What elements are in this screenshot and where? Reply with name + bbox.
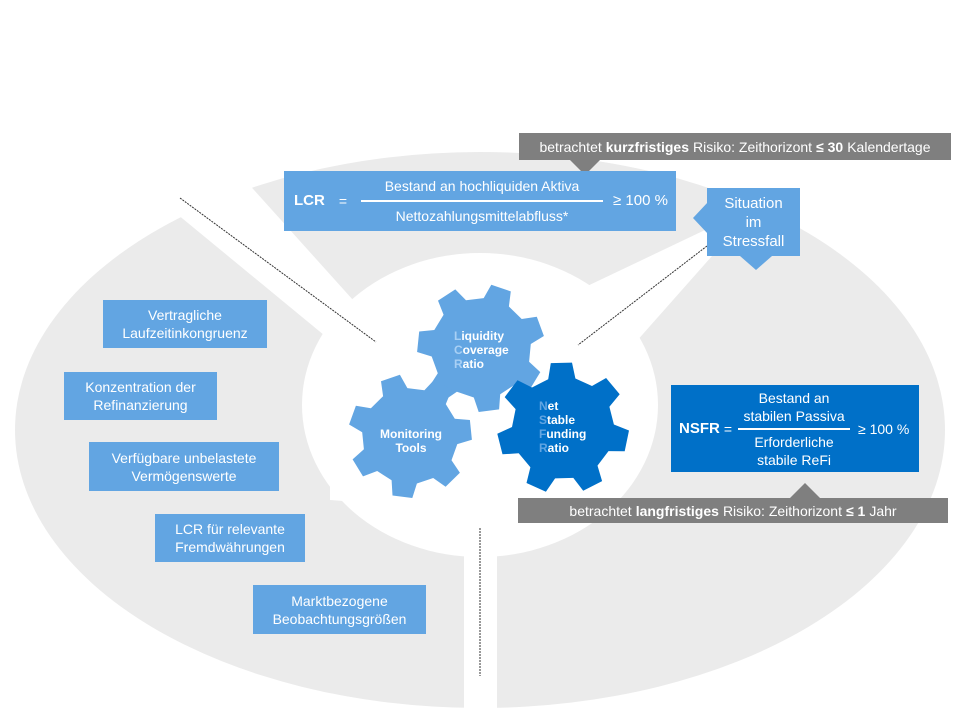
nsfr-numerator-1: Bestand an	[758, 389, 830, 406]
nsfr-word-net: et	[547, 399, 559, 413]
nsfr-word-stable: table	[547, 413, 576, 427]
lcr-numerator: Bestand an hochliquiden Aktiva	[384, 178, 580, 194]
monitoring-item-line-2: Beobachtungsgrößen	[272, 610, 407, 627]
nsfr-word-ratio: atio	[547, 441, 570, 455]
stress-line-2: im	[745, 213, 762, 231]
long-term-risk-bar: betrachtet langfristiges Risiko: Zeithor…	[518, 498, 948, 523]
stress-line-3: Stressfall	[722, 232, 785, 250]
short-term-emphasis: kurzfristiges	[605, 138, 689, 155]
connector-line-right	[577, 245, 708, 346]
stress-pointer-bottom	[740, 256, 772, 270]
gear-nsfr-shape	[497, 362, 629, 492]
top-bar-pointer	[570, 160, 600, 175]
short-term-prefix: betrachtet	[539, 138, 602, 155]
lcr-word-liquidity: iquidity	[461, 329, 505, 343]
gear-monitoring	[349, 374, 472, 498]
lcr-denominator: Nettozahlungsmittelabfluss*	[395, 208, 569, 224]
long-term-emphasis: langfristiges	[635, 502, 719, 519]
long-term-suffix: Jahr	[869, 502, 897, 519]
monitoring-item-line-1: Vertragliche	[148, 307, 222, 323]
lcr-word-coverage: overage	[462, 343, 509, 357]
short-term-middle: Risiko: Zeithorizont	[693, 138, 813, 155]
nsfr-word-funding: unding	[546, 427, 587, 441]
bottom-bar-pointer	[790, 483, 820, 498]
gear-nsfr-label: Net Stable Funding Ratio	[539, 399, 586, 455]
lcr-fraction-line	[361, 200, 604, 202]
monitoring-item-line-2: Refinanzierung	[93, 397, 188, 413]
nsfr-initial-r: R	[539, 441, 548, 455]
gear-nsfr	[497, 362, 629, 492]
short-term-suffix: Kalendertage	[847, 138, 931, 155]
nsfr-denominator-2: stabile ReFi	[757, 451, 831, 468]
nsfr-fraction: Bestand an stabilen Passiva Erforderlich…	[738, 389, 851, 469]
lcr-initial-l: L	[454, 329, 462, 343]
monitoring-word: Monitoring	[380, 427, 442, 441]
lcr-label: LCR	[294, 192, 325, 209]
monitoring-item-line-1: LCR für relevante	[175, 521, 285, 537]
lcr-initial-r: R	[454, 357, 463, 371]
short-term-horizon: ≤ 30	[816, 138, 844, 155]
monitoring-item-line-1: Konzentration der	[85, 379, 196, 395]
long-term-horizon: ≤ 1	[845, 502, 866, 519]
monitoring-item: Vertragliche Laufzeitinkongruenz	[103, 300, 267, 348]
long-term-prefix: betrachtet	[569, 502, 632, 519]
nsfr-equals: =	[723, 420, 733, 437]
stress-line-1: Situation	[724, 194, 783, 212]
gear-lcr-label: Liquidity Coverage Ratio	[454, 329, 509, 371]
short-term-risk-bar: betrachtet kurzfristiges Risiko: Zeithor…	[519, 133, 951, 160]
monitoring-item-line-2: Vermögenswerte	[131, 467, 237, 484]
nsfr-denominator-1: Erforderliche	[754, 433, 834, 450]
lcr-word-ratio: atio	[462, 357, 485, 371]
nsfr-threshold: ≥ 100 %	[858, 420, 910, 437]
nsfr-numerator-2: stabilen Passiva	[743, 407, 845, 424]
long-term-middle: Risiko: Zeithorizont	[722, 502, 842, 519]
monitoring-item-line-1: Marktbezogene	[291, 592, 388, 609]
lcr-fraction: Bestand an hochliquiden Aktiva Nettozahl…	[361, 177, 604, 225]
monitoring-item-line-2: Fremdwährungen	[175, 539, 285, 555]
lcr-formula-box: LCR = Bestand an hochliquiden Aktiva Net…	[284, 171, 676, 231]
tools-word: Tools	[395, 441, 427, 455]
nsfr-initial-s: S	[539, 413, 548, 427]
stress-pointer-left	[693, 202, 708, 234]
nsfr-label: NSFR	[679, 419, 720, 437]
nsfr-initial-f: F	[539, 427, 547, 441]
monitoring-item: Marktbezogene Beobachtungsgrößen	[253, 585, 426, 634]
gear-lcr	[417, 284, 544, 412]
monitoring-item: Konzentration der Refinanzierung	[64, 372, 217, 420]
lcr-threshold: ≥ 100 %	[613, 192, 668, 209]
monitoring-item: Verfügbare unbelastete Vermögenswerte	[89, 442, 279, 491]
monitoring-item-line-1: Verfügbare unbelastete	[111, 449, 257, 466]
stress-callout: Situation im Stressfall	[707, 188, 800, 256]
lcr-equals: =	[338, 193, 348, 209]
connector-line-left	[179, 197, 377, 343]
ring-segment-monitoring	[15, 152, 464, 708]
monitoring-item-line-2: Laufzeitinkongruenz	[122, 325, 248, 341]
nsfr-formula-box: NSFR = Bestand an stabilen Passiva Erfor…	[671, 385, 919, 472]
nsfr-initial-n: N	[539, 399, 548, 413]
gear-monitoring-shape	[349, 374, 472, 498]
nsfr-fraction-line	[738, 427, 851, 430]
gear-monitoring-label: Monitoring Tools	[373, 427, 449, 455]
gear-lcr-shape	[417, 284, 544, 412]
lcr-initial-c: C	[454, 343, 463, 357]
monitoring-item: LCR für relevante Fremdwährungen	[155, 514, 305, 562]
